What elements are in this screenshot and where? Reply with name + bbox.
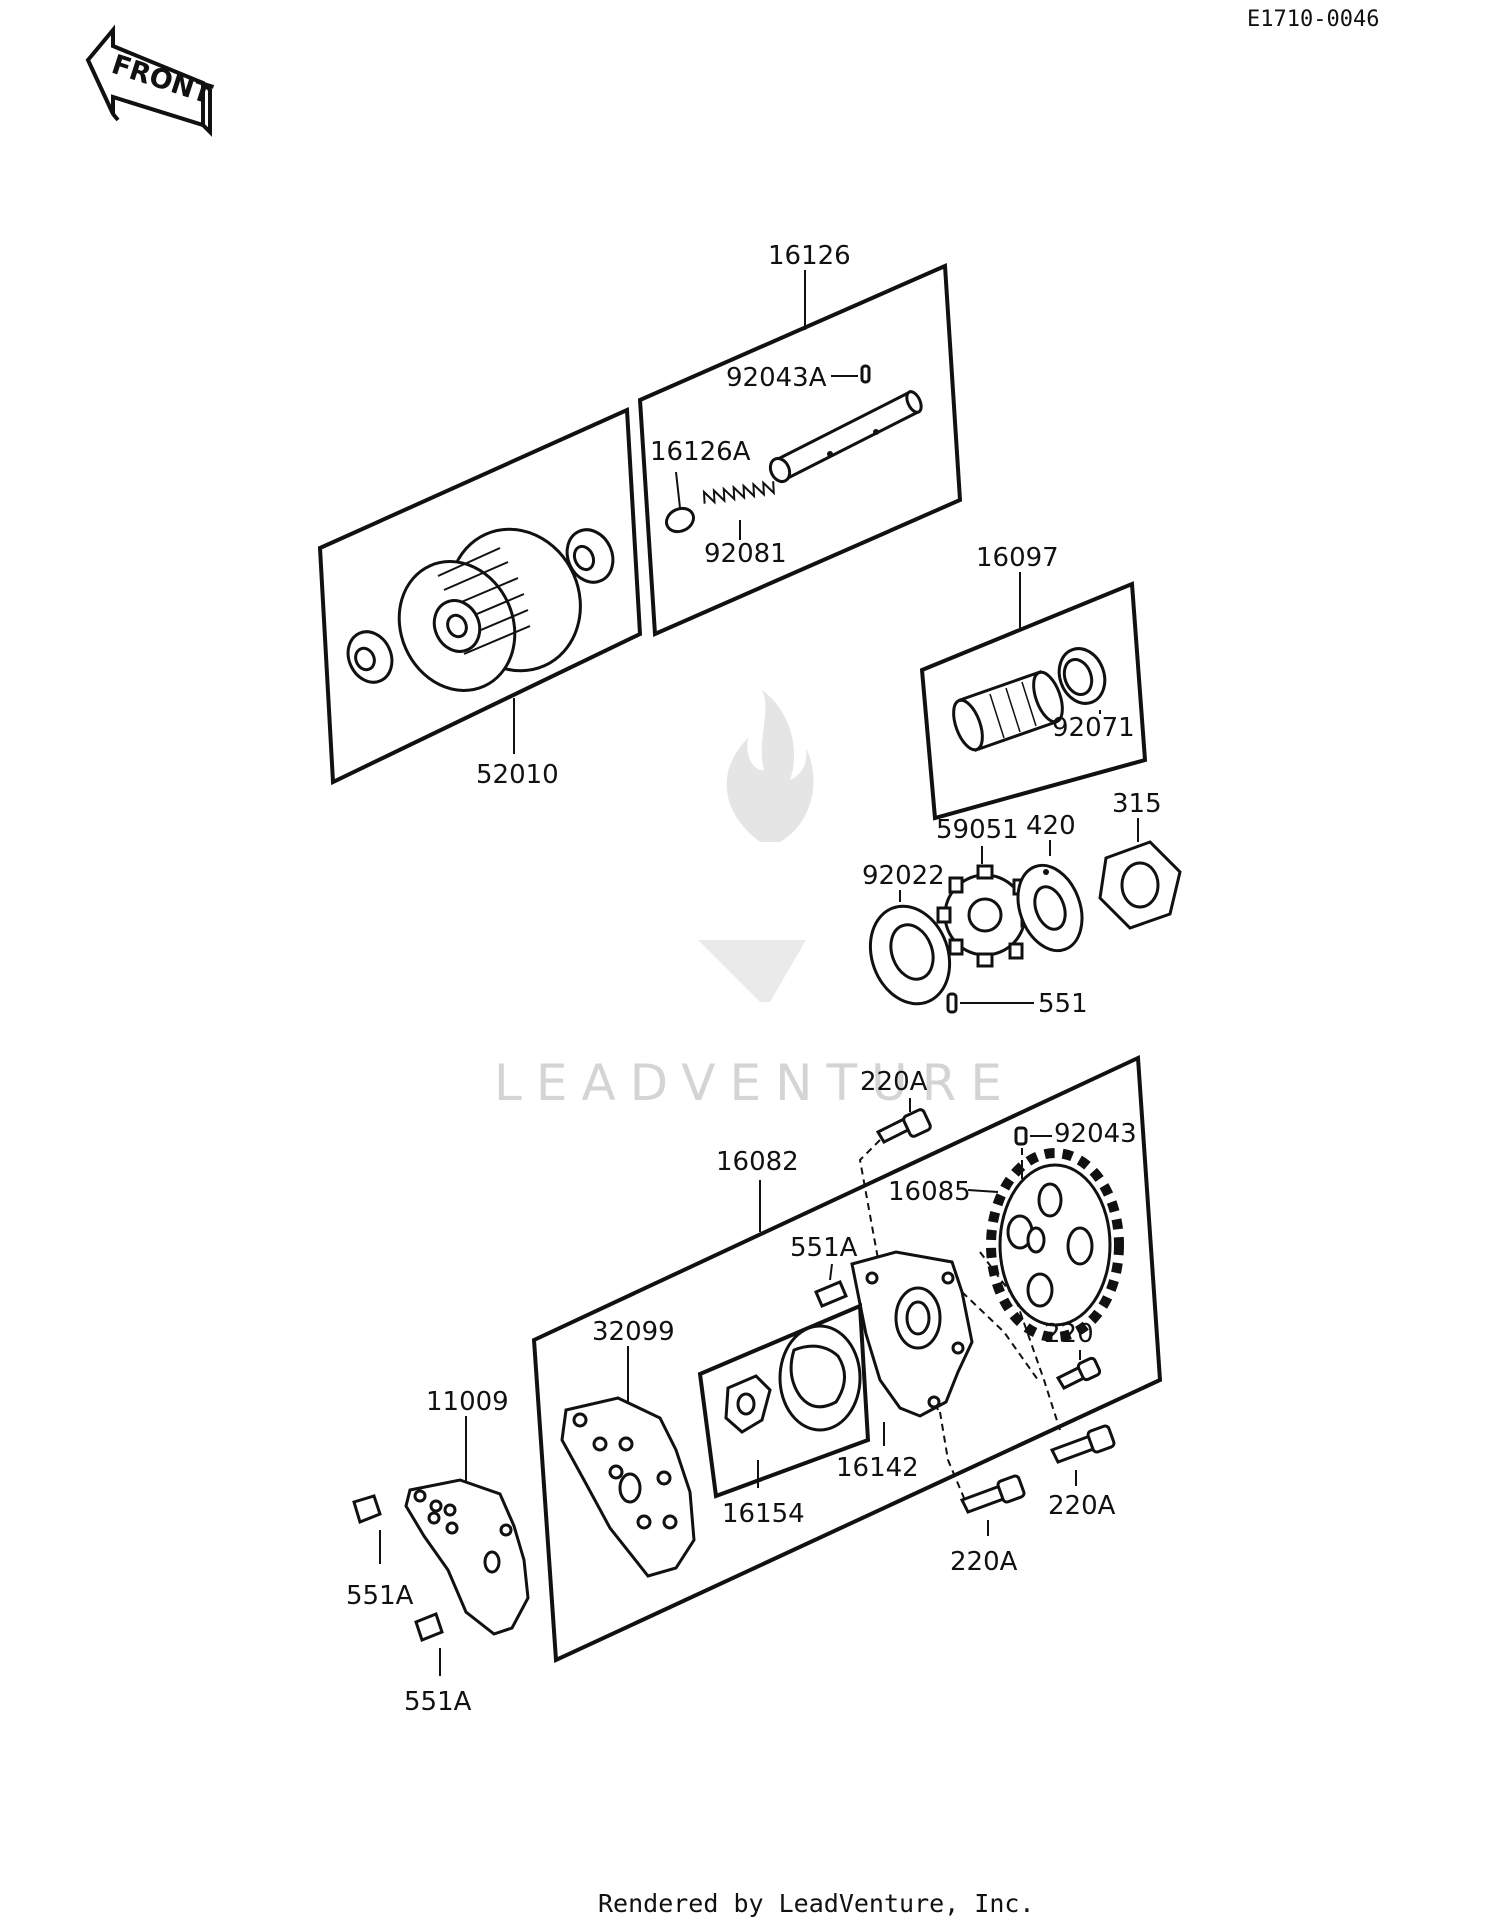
label-16142: 16142 (836, 1453, 919, 1483)
pin-551A-bottom (414, 1612, 444, 1642)
box-16082 (531, 1054, 1163, 1664)
nut-315 (1098, 840, 1182, 930)
front-arrow-icon: FRONT (85, 24, 216, 137)
label-16082: 16082 (716, 1147, 799, 1177)
label-11009: 11009 (426, 1387, 509, 1417)
pin-551 (946, 992, 958, 1014)
filter-grommet-left (346, 630, 394, 684)
label-16126: 16126 (768, 241, 851, 271)
bolt-220A-right (1049, 1424, 1116, 1464)
label-16097: 16097 (976, 543, 1059, 573)
pin-551A-left (352, 1494, 382, 1525)
washer-92022 (868, 904, 952, 1006)
label-551A-bottom: 551A (404, 1687, 472, 1717)
label-16085: 16085 (888, 1177, 971, 1207)
box-16097 (919, 581, 1148, 821)
oil-filter (397, 527, 582, 692)
label-92071: 92071 (1052, 713, 1135, 743)
inner-rotor (724, 1374, 772, 1434)
watermark-flame-icon (726, 690, 814, 842)
label-92022: 92022 (862, 861, 945, 891)
cover-16142 (850, 1250, 974, 1418)
label-220A-right: 220A (1048, 1491, 1116, 1521)
watermark-v-icon (698, 940, 806, 1002)
label-52010: 52010 (476, 760, 559, 790)
washer-420 (1016, 863, 1084, 953)
label-16126A: 16126A (650, 437, 751, 467)
filter-grommet-right (565, 528, 615, 584)
plunger-16126A (664, 506, 696, 534)
label-551: 551 (1038, 989, 1088, 1019)
spring-92081 (702, 480, 775, 505)
label-551A-left: 551A (346, 1581, 414, 1611)
box-16126 (637, 263, 963, 637)
bolt-220-right (1055, 1356, 1102, 1390)
box-52010 (317, 406, 643, 786)
outer-rotor (778, 1324, 862, 1432)
plate-11009 (404, 1478, 530, 1636)
pump-shaft (952, 670, 1064, 752)
label-220A-top: 220A (860, 1067, 928, 1097)
label-59051: 59051 (936, 815, 1019, 845)
drawing-id: E1710-0046 (1247, 7, 1379, 32)
label-92043: 92043 (1054, 1119, 1137, 1149)
pin-92043 (1014, 1126, 1028, 1146)
label-315: 315 (1112, 789, 1162, 819)
label-220-right: 220 (1044, 1319, 1094, 1349)
relief-valve-body (768, 389, 923, 484)
label-420: 420 (1026, 811, 1076, 841)
pin-551A-mid (814, 1280, 848, 1308)
label-92043A: 92043A (726, 363, 827, 393)
label-92081: 92081 (704, 539, 787, 569)
bolt-220A-top (875, 1108, 932, 1144)
label-551A-mid: 551A (790, 1233, 858, 1263)
watermark: LEADVENTURE (494, 690, 1016, 1112)
footer-credit: Rendered by LeadVenture, Inc. (598, 1889, 1035, 1918)
bolt-220A-bottom (959, 1474, 1026, 1514)
washer-92071 (1057, 647, 1107, 705)
pin-92043A (860, 364, 871, 384)
pump-body-32099 (560, 1396, 696, 1578)
label-32099: 32099 (592, 1317, 675, 1347)
label-16154: 16154 (722, 1499, 805, 1529)
sprocket-16085 (986, 1148, 1124, 1342)
label-220A-bottom: 220A (950, 1547, 1018, 1577)
watermark-text: LEADVENTURE (494, 1054, 1016, 1112)
